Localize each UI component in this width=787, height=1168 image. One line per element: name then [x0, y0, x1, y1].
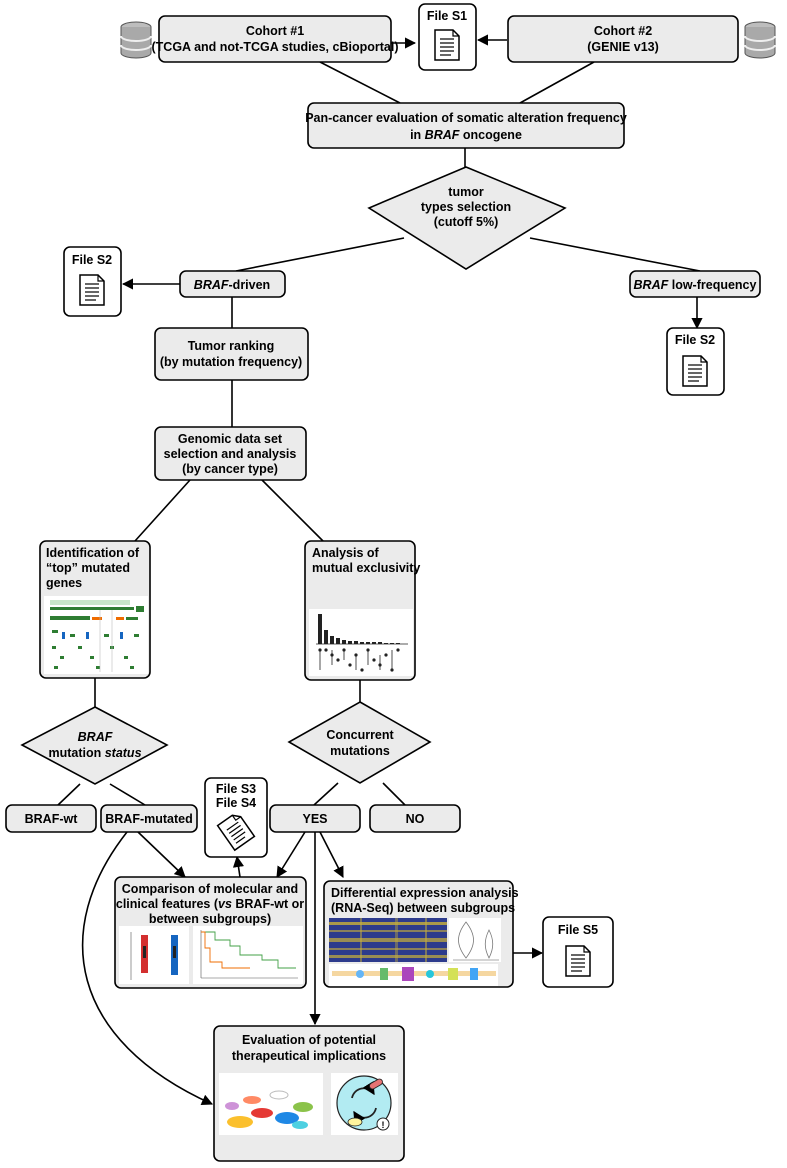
tumor-selection-diamond: tumor types selection (cutoff 5%) — [367, 166, 567, 270]
svg-text:(RNA-Seq) between subgroups: (RNA-Seq) between subgroups — [331, 901, 515, 915]
braf-mutated-box: BRAF-mutated — [100, 804, 198, 833]
svg-text:Concurrent: Concurrent — [326, 728, 394, 742]
document-icon — [434, 29, 460, 61]
file-s5-box: File S5 — [542, 916, 614, 988]
file-s1-label: File S1 — [427, 9, 467, 23]
file-s2-right-box: File S2 — [666, 327, 725, 396]
svg-text:BRAF-wt: BRAF-wt — [25, 812, 79, 826]
document-icon — [79, 274, 105, 306]
file-s5-label: File S5 — [558, 923, 598, 937]
no-box: NO — [369, 804, 461, 833]
survival-curve-thumbnail — [193, 926, 303, 984]
braf-driven-box: BRAF-driven — [179, 270, 286, 298]
svg-text:BRAF: BRAF — [78, 730, 113, 744]
tumor-ranking-box: Tumor ranking (by mutation frequency) — [154, 327, 309, 381]
cohort1-subtitle: (TCGA and not-TCGA studies, cBioportal) — [152, 40, 399, 54]
upset-plot-thumbnail — [309, 609, 413, 676]
svg-text:between subgroups): between subgroups) — [149, 912, 271, 926]
therapeutic-evaluation-box: Evaluation of potential therapeutical im… — [213, 1025, 405, 1162]
svg-text:Tumor ranking: Tumor ranking — [188, 339, 275, 353]
svg-text:mutations: mutations — [330, 744, 390, 758]
svg-text:mutation status: mutation status — [48, 746, 141, 760]
svg-text:YES: YES — [302, 812, 327, 826]
file-s2-right-label: File S2 — [675, 333, 715, 347]
document-icon — [682, 355, 708, 387]
svg-text:(by mutation frequency): (by mutation frequency) — [160, 355, 302, 369]
svg-text:Identification of: Identification of — [46, 546, 140, 560]
svg-text:tumor: tumor — [448, 185, 484, 199]
svg-text:therapeutical implications: therapeutical implications — [232, 1049, 386, 1063]
svg-text:(cutoff 5%): (cutoff 5%) — [434, 215, 499, 229]
database-icon — [744, 21, 776, 59]
svg-text:Differential expression analys: Differential expression analysis — [331, 886, 519, 900]
concurrent-mutations-diamond: Concurrent mutations — [287, 701, 432, 784]
cohort2-subtitle: (GENIE v13) — [587, 40, 659, 54]
svg-text:Genomic data set: Genomic data set — [178, 432, 283, 446]
svg-text:!: ! — [382, 1120, 385, 1130]
cohort1-box: Cohort #1 (TCGA and not-TCGA studies, cB… — [152, 15, 399, 63]
svg-text:NO: NO — [406, 812, 425, 826]
oncoprint-thumbnail — [44, 596, 148, 674]
pancancer-line2: in BRAF oncogene — [410, 128, 522, 142]
svg-text:BRAF-mutated: BRAF-mutated — [105, 812, 193, 826]
svg-text:Evaluation of potential: Evaluation of potential — [242, 1033, 376, 1047]
cohort1-title: Cohort #1 — [246, 24, 304, 38]
svg-text:BRAF-driven: BRAF-driven — [194, 278, 270, 292]
file-s1-box: File S1 — [418, 3, 477, 71]
genomic-dataset-box: Genomic data set selection and analysis … — [154, 426, 307, 481]
file-s2-left-box: File S2 — [63, 246, 122, 317]
svg-text:mutual exclusivity: mutual exclusivity — [312, 561, 420, 575]
svg-text:genes: genes — [46, 576, 82, 590]
differential-expression-box: Differential expression analysis (RNA-Se… — [323, 880, 519, 988]
svg-text:Analysis of: Analysis of — [312, 546, 380, 560]
pancancer-box: Pan-cancer evaluation of somatic alterat… — [305, 102, 627, 149]
svg-text:Comparison of molecular and: Comparison of molecular and — [122, 882, 298, 896]
drug-cycle-icon: ! — [331, 1073, 398, 1135]
document-icon — [565, 945, 591, 977]
cohort2-box: Cohort #2 (GENIE v13) — [507, 15, 739, 63]
heatmap-thumbnail — [329, 918, 447, 962]
database-icon — [120, 21, 152, 59]
file-s4-label: File S4 — [216, 796, 256, 810]
pills-image — [219, 1073, 323, 1135]
file-s3-s4-box: File S3 File S4 — [204, 777, 268, 858]
braf-low-frequency-box: BRAF low-frequency — [629, 270, 761, 298]
svg-text:“top” mutated: “top” mutated — [46, 561, 130, 575]
violin-plot-thumbnail — [449, 918, 501, 962]
svg-text:types selection: types selection — [421, 200, 511, 214]
svg-text:(by cancer type): (by cancer type) — [182, 462, 278, 476]
braf-status-diamond: BRAF mutation status — [20, 706, 169, 785]
boxplot-thumbnail — [119, 926, 189, 984]
top-mutated-genes-box: Identification of “top” mutated genes — [39, 540, 151, 679]
comparison-box: Comparison of molecular and clinical fea… — [114, 876, 307, 989]
pathway-thumbnail — [329, 964, 498, 986]
svg-text:BRAF low-frequency: BRAF low-frequency — [634, 278, 757, 292]
file-s3-label: File S3 — [216, 782, 256, 796]
svg-text:clinical features (vs BRAF-wt: clinical features (vs BRAF-wt or — [116, 897, 304, 911]
yes-box: YES — [269, 804, 361, 833]
file-s2-left-label: File S2 — [72, 253, 112, 267]
mutual-exclusivity-box: Analysis of mutual exclusivity — [304, 540, 420, 681]
pancancer-line1: Pan-cancer evaluation of somatic alterat… — [305, 111, 627, 125]
braf-wt-box: BRAF-wt — [5, 804, 97, 833]
cohort2-title: Cohort #2 — [594, 24, 652, 38]
svg-text:selection and analysis: selection and analysis — [164, 447, 297, 461]
